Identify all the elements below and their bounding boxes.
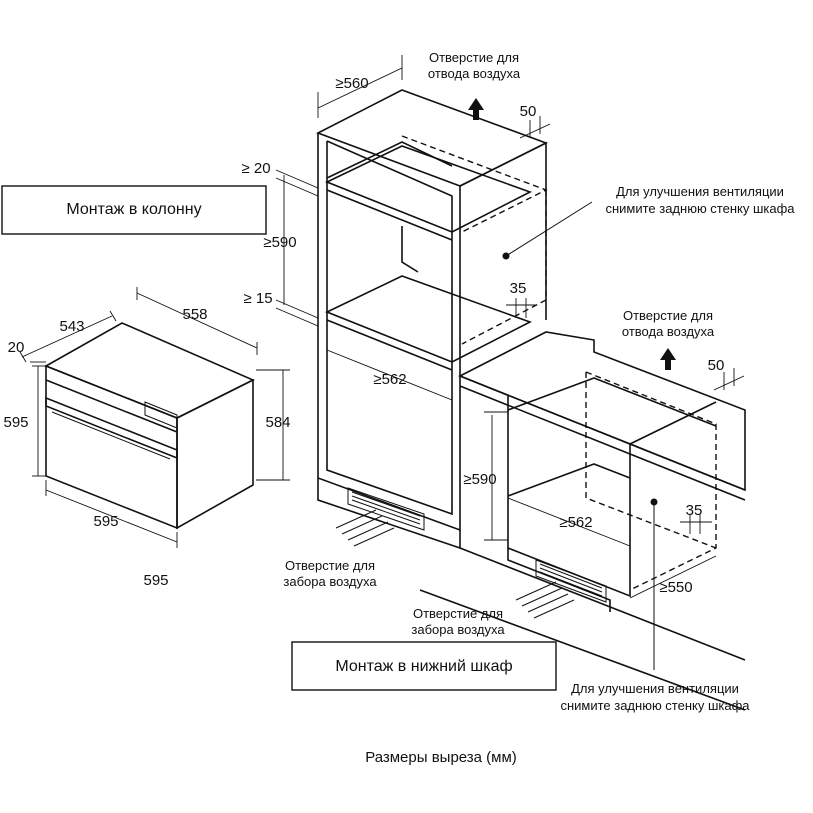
dim-column-gap-bottom: ≥ 15 [243,290,272,307]
air-arrows [335,98,676,619]
note-pointers [502,201,658,670]
dim-oven-width-bottom: 595 [143,572,168,589]
air-exhaust-right-line2: отвода воздуха [622,324,715,339]
oven-drawing [44,322,255,530]
vent-note-bottom-line2: снимите заднюю стенку шкафа [560,698,750,713]
dim-column-gap-back: 50 [520,103,537,120]
dim-column-gap-top: ≥ 20 [241,160,270,177]
dim-base-inner-width: ≥562 [559,514,592,531]
air-intake-right-line2: забора воздуха [411,622,505,637]
vent-note-top-line1: Для улучшения вентиляции [616,184,784,199]
column-cabinet [316,89,549,550]
column-dimension-lines [275,55,551,401]
under-counter-install-box [291,641,557,691]
column-install-label: Монтаж в колонну [66,201,201,218]
dim-base-niche-height: ≥590 [463,471,496,488]
air-exhaust-top-line2: отвода воздуха [428,66,521,81]
air-intake-left-line2: забора воздуха [283,574,377,589]
dim-base-gap-back: 50 [708,357,725,374]
dim-column-vent-35: 35 [510,280,527,297]
dim-oven-depth: 543 [59,318,84,335]
air-exhaust-right-line1: Отверстие для [623,308,713,323]
vent-note-bottom-line1: Для улучшения вентиляции [571,681,739,696]
oven-dimension-lines [19,287,290,548]
air-intake-right-line1: Отверстие для [413,606,503,621]
air-exhaust-top-line1: Отверстие для [429,50,519,65]
air-intake-left-line1: Отверстие для [285,558,375,573]
under-counter-install-label: Монтаж в нижний шкаф [335,658,512,675]
dim-oven-front-offset: 20 [8,339,25,356]
dim-oven-body-height: 584 [265,414,290,431]
dim-base-vent-35: 35 [686,502,703,519]
cutout-caption: Размеры выреза (мм) [365,749,517,766]
vent-note-top-line2: снимите заднюю стенку шкафа [605,201,795,216]
dim-base-depth: ≥550 [659,579,692,596]
dim-oven-height: 595 [3,414,28,431]
dim-column-inner-width: ≥562 [373,371,406,388]
dim-column-niche-height: ≥590 [263,234,296,251]
dim-oven-side-depth: 558 [182,306,207,323]
column-install-box [1,185,267,235]
dim-oven-width-front: 595 [93,513,118,530]
base-dimension-lines [484,368,745,599]
under-counter-cabinet [419,331,746,711]
dim-column-width: ≥560 [335,75,368,92]
